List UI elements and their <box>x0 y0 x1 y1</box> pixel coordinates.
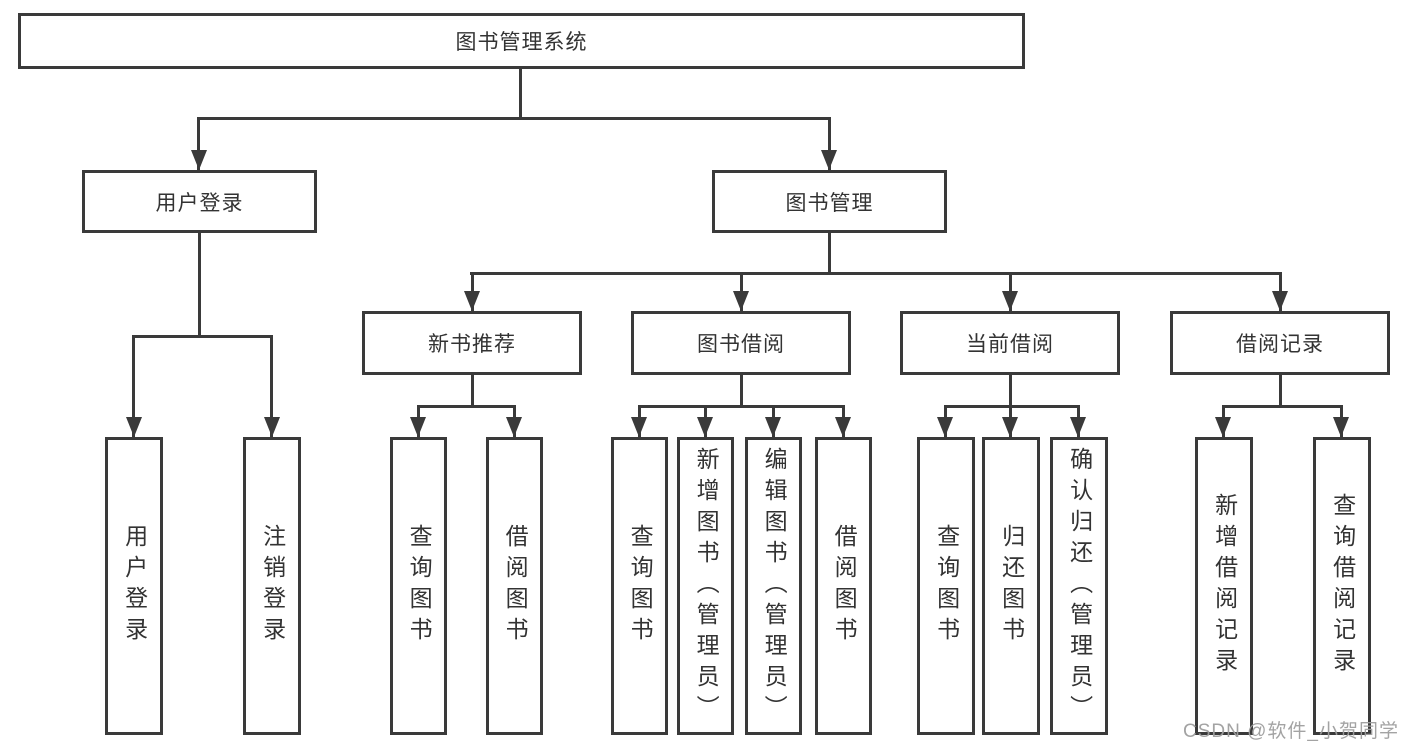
leaf-confirm-return-admin: 确认归还（管理员） <box>1050 437 1108 735</box>
leaf-label: 查询图书 <box>406 524 433 648</box>
arrow-down <box>631 417 647 437</box>
arrow-down <box>835 417 851 437</box>
leaf-label: 归还图书 <box>998 524 1025 648</box>
connector-book-borrow-rail <box>638 405 845 408</box>
arrow-down <box>1215 417 1231 437</box>
arrow-down <box>191 150 207 170</box>
arrow-down <box>464 291 480 311</box>
leaf-edit-book-admin: 编辑图书（管理员） <box>745 437 802 735</box>
leaf-user-login: 用户登录 <box>105 437 163 735</box>
leaf-label: 新增图书（管理员） <box>693 446 720 726</box>
arrow-down <box>1002 417 1018 437</box>
arrow-down <box>410 417 426 437</box>
connector-drop-leaf-login <box>132 335 135 437</box>
connector-drop-user-login <box>197 117 200 170</box>
leaf-label: 查询借阅记录 <box>1329 493 1356 679</box>
arrow-down <box>264 417 280 437</box>
leaf-borrow-book-recommend: 借阅图书 <box>486 437 543 735</box>
leaf-label: 用户登录 <box>121 524 148 648</box>
arrow-down <box>1070 417 1086 437</box>
arrow-down <box>765 417 781 437</box>
arrow-down <box>1272 291 1288 311</box>
connector-book-management-stem <box>828 233 831 274</box>
leaf-label: 借阅图书 <box>831 524 858 648</box>
connector-user-login-rail <box>132 335 273 338</box>
connector-book-management-rail <box>470 272 1282 275</box>
leaf-return-book: 归还图书 <box>982 437 1040 735</box>
connector-root-stem <box>519 69 522 119</box>
node-user-login: 用户登录 <box>82 170 317 233</box>
arrow-down <box>821 150 837 170</box>
leaf-label: 确认归还（管理员） <box>1066 446 1093 726</box>
leaf-label: 新增借阅记录 <box>1211 493 1238 679</box>
csdn-watermark: CSDN @软件_小贺同学 <box>1183 721 1399 742</box>
arrow-down <box>1333 417 1349 437</box>
leaf-add-book-admin: 新增图书（管理员） <box>677 437 734 735</box>
arrow-down <box>1002 291 1018 311</box>
connector-book-borrow-stem <box>740 375 743 407</box>
arrow-down <box>126 417 142 437</box>
leaf-query-book-recommend: 查询图书 <box>390 437 447 735</box>
node-library-management-system: 图书管理系统 <box>18 13 1025 69</box>
arrow-down <box>937 417 953 437</box>
leaf-label: 借阅图书 <box>502 524 529 648</box>
leaf-borrow-book: 借阅图书 <box>815 437 872 735</box>
node-book-borrow: 图书借阅 <box>631 311 851 375</box>
leaf-label: 查询图书 <box>933 524 960 648</box>
node-new-book-recommend: 新书推荐 <box>362 311 582 375</box>
leaf-label: 查询图书 <box>627 524 654 648</box>
arrow-down <box>506 417 522 437</box>
connector-new-book-rail <box>417 405 516 408</box>
node-book-management: 图书管理 <box>712 170 947 233</box>
leaf-query-book-current: 查询图书 <box>917 437 975 735</box>
leaf-logout-login: 注销登录 <box>243 437 301 735</box>
connector-new-book-stem <box>471 375 474 407</box>
connector-drop-leaf-logout <box>270 335 273 437</box>
arrow-down <box>733 291 749 311</box>
connector-drop-book-management <box>828 117 831 170</box>
connector-current-borrow-rail <box>944 405 1080 408</box>
leaf-label: 注销登录 <box>259 524 286 648</box>
connector-user-login-stem <box>198 233 201 337</box>
connector-borrow-record-rail <box>1222 405 1343 408</box>
connector-root-rail <box>197 117 831 120</box>
connector-current-borrow-stem <box>1009 375 1012 407</box>
leaf-add-borrow-record: 新增借阅记录 <box>1195 437 1253 735</box>
arrow-down <box>697 417 713 437</box>
leaf-query-book-borrow: 查询图书 <box>611 437 668 735</box>
leaf-label: 编辑图书（管理员） <box>761 446 788 726</box>
leaf-query-borrow-record: 查询借阅记录 <box>1313 437 1371 735</box>
node-borrow-record: 借阅记录 <box>1170 311 1390 375</box>
connector-borrow-record-stem <box>1279 375 1282 407</box>
node-current-borrow: 当前借阅 <box>900 311 1120 375</box>
